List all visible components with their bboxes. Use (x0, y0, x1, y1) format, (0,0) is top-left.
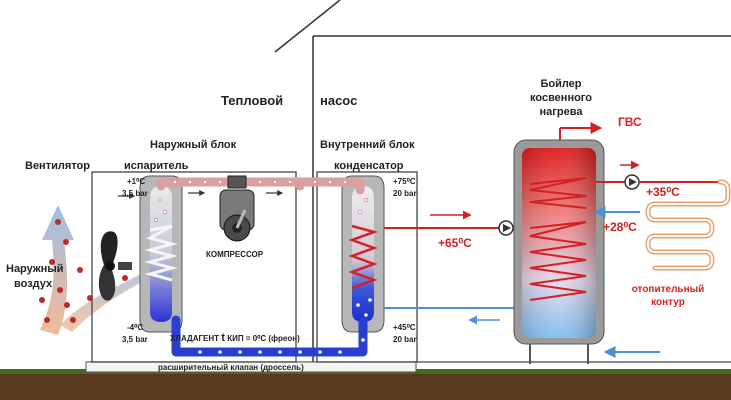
outdoor-unit-box (91, 171, 297, 363)
condenser-top-temp: +75⁰С (393, 177, 416, 186)
outdoor-air-label-2: воздух (14, 278, 53, 290)
condenser-label: конденсатор (334, 160, 404, 172)
radiator-coil (645, 179, 731, 271)
title-heat: Тепловой (221, 93, 284, 108)
heating-return-temp-label: +28⁰С (603, 220, 637, 234)
boiler-label-2: косвенного (530, 92, 592, 104)
pump-arrow-icon (503, 224, 511, 232)
liquid-bubbles (198, 298, 372, 354)
refrigerant-pipes (156, 177, 368, 357)
heating-circuit-label-1: отопительный (631, 284, 705, 295)
house-outline (274, 0, 731, 362)
condenser-bottom-pressure: 20 bar (393, 335, 417, 344)
ground (0, 372, 731, 400)
indoor-unit-title: Внутренний блок (320, 139, 415, 151)
title-pump: насос (320, 93, 358, 108)
evaporator-bottom-pressure: 3,5 bar (122, 335, 148, 344)
evaporator-top-temp: +1⁰С (127, 177, 146, 186)
condenser-top-pressure: 20 bar (393, 189, 417, 198)
hot-water-label: ГВС (618, 115, 642, 129)
evaporator-top-pressure: 3,5 bar (122, 189, 148, 198)
heating-pump-arrow-icon (629, 178, 637, 186)
refrigerant-label: ХЛАДАГЕНТ t КИП = 0⁰С (фреон) (170, 332, 300, 344)
air-particles (39, 219, 128, 323)
expansion-valve-label: расширительный клапан (дроссель) (158, 363, 304, 372)
outdoor-air-label-1: Наружный (6, 263, 64, 275)
compressor-label: КОМПРЕССОР (206, 250, 264, 259)
refrigerant-bubbles (153, 179, 369, 223)
condenser-bottom-temp: +45⁰С (393, 323, 416, 332)
heating-supply-temp-label: +35⁰С (646, 185, 680, 199)
evaporator-label: испаритель (124, 160, 189, 172)
boiler-label-3: нагрева (539, 106, 583, 118)
heating-circuit-label-2: контур (651, 297, 685, 308)
refrigerant-boil-temp: КИП = 0⁰С (фреон) (227, 334, 300, 343)
boiler-tank (513, 139, 605, 364)
refrigerant-boil-symbol: t (221, 332, 225, 344)
fan-label: Вентилятор (25, 160, 90, 172)
fan-icon (98, 231, 132, 301)
compressor-icon (219, 175, 255, 242)
condenser (341, 175, 385, 333)
indoor-unit-box (316, 171, 418, 363)
outdoor-unit-title: Наружный блок (150, 139, 237, 151)
supply-temp-label: +65⁰С (438, 236, 472, 250)
evaporator-bottom-temp: -4⁰С (127, 323, 144, 332)
refrigerant-name: ХЛАДАГЕНТ (170, 334, 220, 343)
boiler-label-1: Бойлер (540, 78, 582, 90)
